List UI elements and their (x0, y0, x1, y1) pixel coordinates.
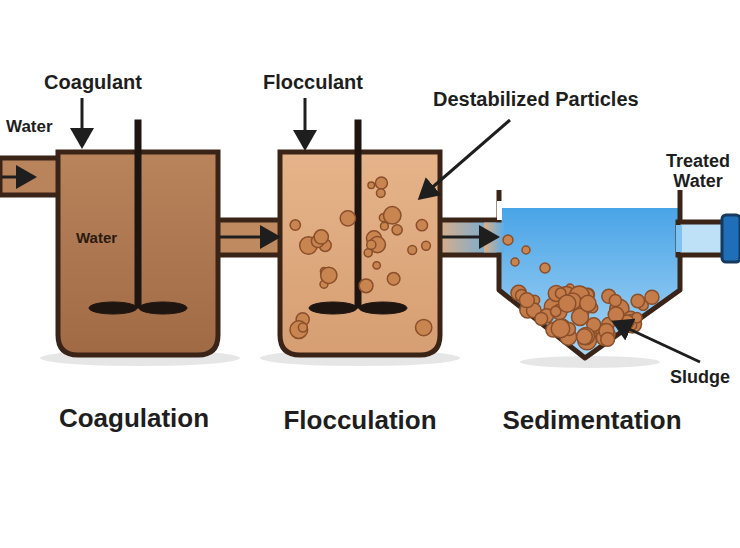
inlet-pipe (0, 158, 62, 195)
flow-arrow (442, 236, 497, 239)
dosing-arrow (304, 98, 307, 148)
chemical-label: Flocculant (263, 71, 363, 93)
tank-node: Sedimentation (497, 190, 682, 360)
chemical-label: Coagulant (44, 71, 142, 93)
tank-node: Flocculation (278, 152, 442, 357)
inlet-arrow (2, 176, 34, 179)
outlet-nozzle (722, 215, 740, 262)
sedimentation-tank (499, 192, 680, 358)
leader-line (420, 120, 510, 198)
stage-heading: Flocculation (283, 406, 436, 435)
sedimentation-tank (499, 190, 680, 358)
pipe (215, 220, 283, 255)
stirrer (89, 120, 407, 314)
flow-arrow (220, 236, 278, 239)
outlet-pipe (678, 222, 726, 255)
stage-heading: Coagulation (59, 404, 209, 433)
leader-line (614, 322, 700, 362)
tank-node: WaterCoagulation (56, 152, 220, 357)
stage-heading: Sedimentation (502, 406, 681, 435)
outlet-label: Treated Water (660, 152, 736, 192)
callout-label: Destabilized Particles (433, 88, 639, 110)
callout-label: Sludge (670, 368, 730, 388)
particles (290, 177, 659, 350)
inlet-label: Water (6, 118, 53, 137)
tank-liquid-label: Water (76, 230, 117, 247)
dosing-arrow (81, 98, 84, 146)
